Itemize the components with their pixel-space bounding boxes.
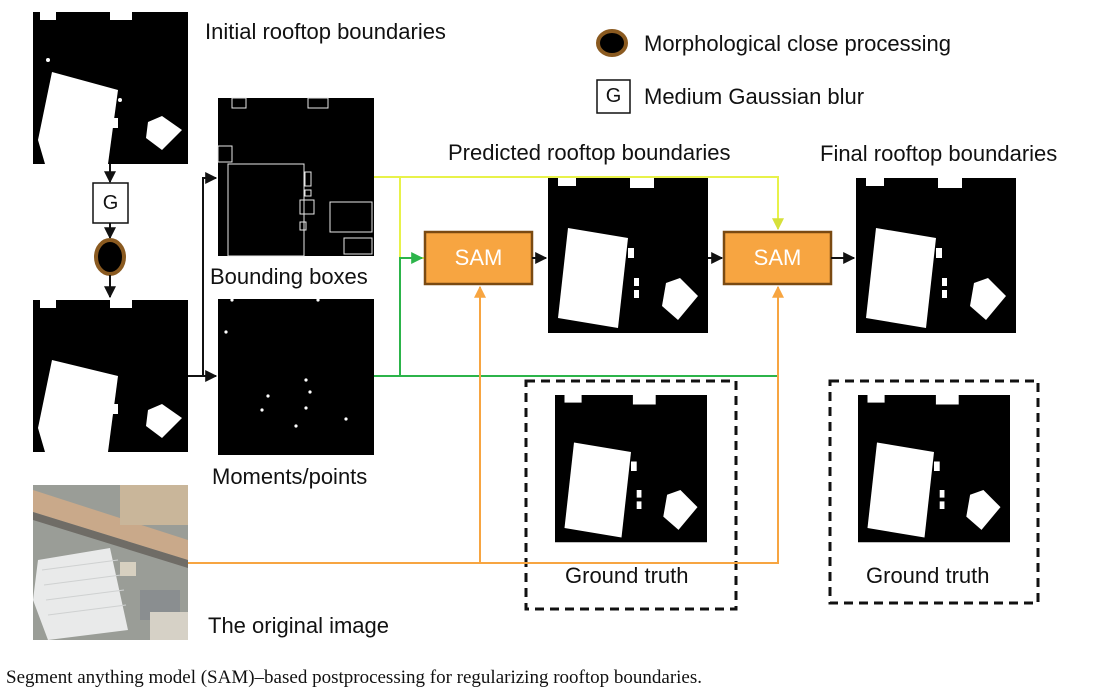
label-ground-truth-1: Ground truth (565, 563, 689, 588)
arrow-points-to-sam1 (399, 252, 424, 376)
predicted-mask-image (548, 178, 708, 333)
label-moments-points: Moments/points (212, 464, 368, 489)
original-aerial-image (33, 485, 188, 640)
arrow-to-bounding-boxes (188, 172, 218, 377)
legend-gaussian-box (596, 79, 631, 114)
legend-close-label: Morphological close processing (644, 31, 951, 56)
arrow-boxes-to-sam2 (374, 176, 784, 231)
ground-truth-frame-1 (524, 379, 738, 611)
ground-truth-mask-2 (858, 395, 1010, 543)
sam-node-1-label: SAM (454, 245, 503, 270)
label-ground-truth-2: Ground truth (866, 563, 990, 588)
moments-points-image (218, 298, 374, 455)
ground-truth-mask-1 (555, 395, 707, 543)
initial-mask-image (33, 12, 188, 164)
ground-truth-frame-2 (828, 379, 1040, 605)
gaussian-blur-node (92, 182, 129, 224)
legend-close-icon (596, 29, 628, 57)
label-original-image: The original image (208, 613, 389, 638)
sam-node-2-label: SAM (753, 245, 802, 270)
label-initial-rooftop-boundaries: Initial rooftop boundaries (205, 19, 446, 44)
gaussian-node-symbol: G (102, 192, 119, 214)
figure-caption: Segment anything model (SAM)–based postp… (6, 667, 702, 688)
arrow-boxes-to-sam1 (399, 177, 424, 259)
morphological-close-node (94, 238, 126, 276)
label-predicted-rooftop-boundaries: Predicted rooftop boundaries (448, 140, 731, 165)
label-bounding-boxes: Bounding boxes (210, 264, 368, 289)
processed-mask-image (33, 300, 188, 452)
legend-gaussian-label: Medium Gaussian blur (644, 84, 865, 109)
final-mask-image (856, 178, 1016, 333)
label-final-rooftop-boundaries: Final rooftop boundaries (820, 141, 1058, 166)
bounding-boxes-image (217, 97, 374, 257)
legend-gaussian-symbol: G (605, 85, 622, 107)
sam-node-1 (423, 230, 534, 286)
arrow-image-to-sam2 (188, 285, 784, 564)
